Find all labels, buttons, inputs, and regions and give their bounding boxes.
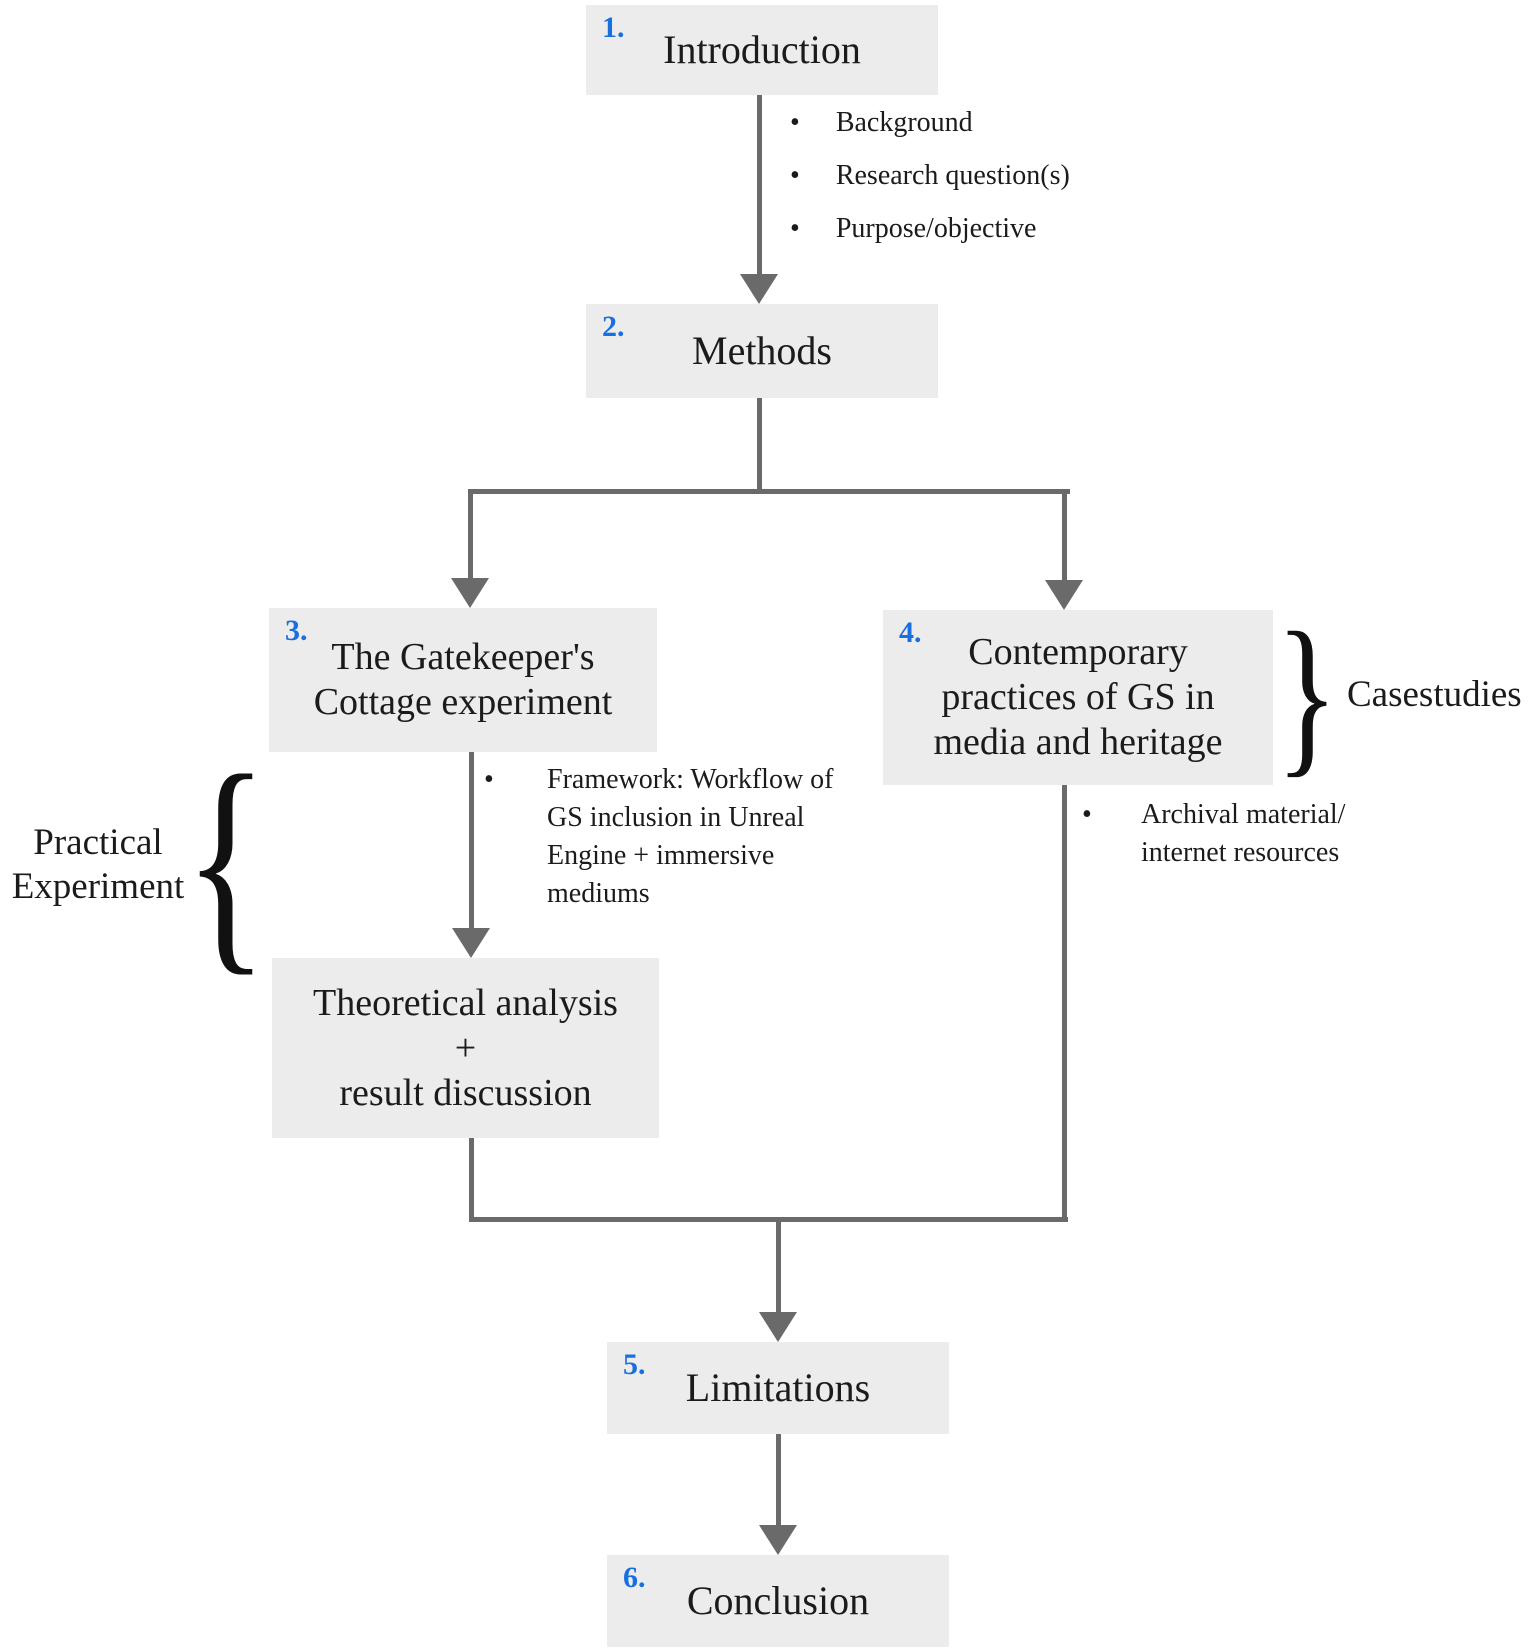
node-title-line: result discussion [339,1071,592,1114]
framework-bullet-block: Framework: Workflow of GS inclusion in U… [547,764,834,909]
arrowhead-icon [1045,580,1083,610]
step-number: 6. [623,1561,646,1594]
arrowhead-icon [451,578,489,608]
node-gatekeeper-cottage: 3. The Gatekeeper's Cottage experiment [269,608,657,752]
arrowhead-icon [759,1525,797,1555]
bullet-dot-icon: • [1082,799,1092,830]
node-contemporary-practices: 4. Contemporary practices of GS in media… [883,610,1273,785]
step-number: 3. [285,614,308,647]
node-title-line: The Gatekeeper's [331,636,595,678]
node-limitations: 5. Limitations [607,1342,949,1434]
connector-intro-methods [757,95,762,276]
connector-split-gatekeeper [468,489,473,578]
node-theoretical-analysis: Theoretical analysis + result discussion [272,958,659,1138]
archival-bullet-block: Archival material/ internet resources [1141,799,1346,868]
connector-split-contemporary [1062,489,1067,580]
node-title-line: Theoretical analysis [313,981,618,1024]
practical-experiment-label: Practical Experiment [11,822,185,907]
left-brace-icon: { [183,726,269,996]
step-number: 5. [623,1348,646,1381]
right-brace-icon: } [1275,597,1339,793]
step-number: 1. [602,11,625,44]
node-title-line: media and heritage [933,721,1223,763]
bullet-dot-icon: • [790,160,800,191]
node-title: Conclusion [686,1578,870,1623]
connector-limitations-conclusion [776,1434,781,1525]
node-title-line: practices of GS in [941,676,1215,718]
connector-methods-split [757,398,762,489]
node-title: Limitations [685,1365,871,1410]
arrowhead-icon [452,928,490,958]
step-number: 2. [602,310,625,343]
node-title-line: Contemporary [968,631,1188,673]
intro-bullet-item: • Research question(s) [790,157,1070,195]
bullet-dot-icon: • [790,107,800,138]
node-title: Introduction [663,27,861,72]
connector-gatekeeper-theoretical [469,752,474,928]
split-horizontal-line [468,489,1070,494]
step-number: 4. [899,616,922,649]
node-introduction: 1. Introduction [586,5,938,95]
node-conclusion: 6. Conclusion [607,1555,949,1647]
intro-bullet-item: • Background [790,104,973,142]
node-title: Methods [692,328,832,373]
intro-bullet-item: • Purpose/objective [790,210,1036,248]
node-methods: 2. Methods [586,304,938,398]
connector-theoretical-merge [469,1138,474,1222]
node-title-line: Cottage experiment [313,681,613,723]
bullet-dot-icon: • [790,213,800,244]
node-title-line: + [454,1026,477,1069]
connector-contemporary-merge [1062,785,1067,1222]
bullet-dot-icon: • [484,764,494,795]
merge-horizontal-line [469,1217,1068,1222]
arrowhead-icon [740,274,778,304]
connector-merge-limitations [776,1222,781,1312]
arrowhead-icon [759,1312,797,1342]
casestudies-label: Casestudies [1347,674,1522,715]
